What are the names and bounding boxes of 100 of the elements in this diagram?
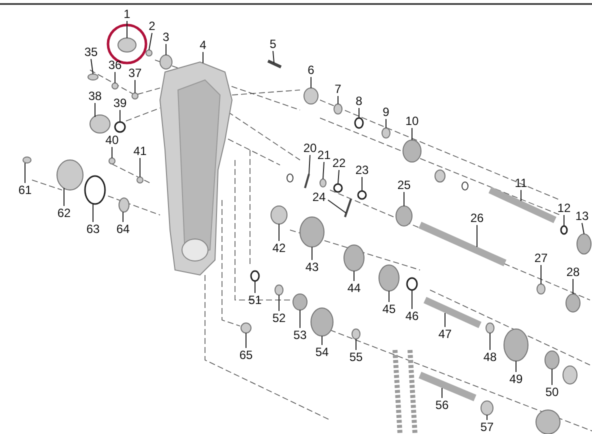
leader-line — [308, 154, 310, 174]
leader-line — [24, 162, 26, 184]
bearing-drawing — [160, 54, 172, 70]
callout-number: 20 — [303, 142, 317, 154]
gear-drawing — [544, 350, 560, 370]
gear-drawing — [402, 140, 422, 162]
callout-number: 63 — [86, 223, 100, 235]
leader-line — [322, 162, 324, 180]
gear-drawing — [300, 216, 324, 248]
callout-number: 24 — [312, 191, 326, 203]
cap-drawing — [90, 114, 110, 134]
leader-line — [310, 76, 312, 88]
callout-number: 35 — [84, 46, 98, 58]
callout-number: 21 — [317, 149, 331, 161]
bolt-drawing — [88, 74, 98, 80]
leader-line — [92, 204, 94, 222]
bush-drawing — [118, 38, 136, 52]
bush-drawing — [486, 322, 494, 334]
leader-line — [272, 50, 274, 64]
sprocket-drawing — [480, 400, 494, 416]
callout-number: 7 — [334, 83, 342, 95]
callout-number: 1 — [124, 8, 130, 20]
pin-drawing — [304, 174, 310, 188]
bush-drawing — [274, 284, 284, 296]
gear-drawing — [292, 294, 308, 310]
gear-drawing — [344, 244, 364, 272]
leader-line — [278, 224, 280, 242]
callout-number: 47 — [438, 328, 452, 340]
leader-line — [540, 264, 542, 284]
bush-drawing — [536, 284, 546, 294]
callout-number: 26 — [470, 212, 484, 224]
callout-number: 23 — [355, 164, 369, 176]
callout-number: 37 — [128, 67, 142, 79]
gear-drawing — [576, 234, 592, 254]
ball-drawing — [132, 92, 138, 100]
leader-line — [328, 200, 346, 214]
callout-number: 62 — [57, 207, 71, 219]
ring-drawing — [333, 183, 343, 193]
callout-number: 28 — [566, 266, 580, 278]
gear-drawing — [396, 206, 412, 226]
bearing-drawing — [304, 88, 318, 104]
gear-drawing — [378, 264, 400, 292]
callout-number: 56 — [435, 399, 449, 411]
ball-drawing — [320, 178, 326, 188]
callout-number: 42 — [272, 242, 286, 254]
bush-drawing — [382, 128, 390, 138]
callout-number: 39 — [113, 97, 127, 109]
callout-number: 61 — [18, 184, 32, 196]
bolt-drawing — [240, 322, 252, 334]
bearing-drawing — [270, 206, 288, 224]
callout-number: 3 — [162, 31, 170, 43]
fork-drawing — [344, 198, 352, 218]
gear-drawing — [310, 308, 334, 336]
callout-number: 55 — [349, 351, 363, 363]
shaft-drawing — [418, 372, 476, 402]
leader-line — [278, 294, 280, 312]
callout-number: 5 — [270, 38, 276, 50]
bush-drawing — [118, 198, 130, 212]
ring-drawing — [114, 121, 126, 133]
gear-drawing — [566, 294, 580, 312]
callout-number: 10 — [405, 115, 419, 127]
cover-drawing — [56, 160, 84, 190]
leader-line — [126, 20, 128, 38]
callout-number: 51 — [248, 294, 262, 306]
leader-line — [148, 32, 152, 50]
callout-number: 36 — [108, 59, 122, 71]
leader-line — [486, 414, 488, 420]
bush-drawing — [352, 328, 360, 340]
leader-line — [338, 170, 340, 184]
callout-number: 53 — [293, 329, 307, 341]
callout-number: 12 — [557, 202, 571, 214]
callout-number: 27 — [534, 252, 548, 264]
ball-drawing — [108, 158, 116, 164]
callout-number: 64 — [116, 223, 130, 235]
callout-number: 25 — [397, 179, 411, 191]
callout-number: 43 — [305, 261, 319, 273]
callout-number: 65 — [239, 349, 253, 361]
bolt-drawing — [22, 156, 32, 164]
leader-line — [520, 190, 522, 202]
ball-drawing — [112, 82, 118, 90]
callout-number: 50 — [545, 386, 559, 398]
leader-line — [582, 222, 584, 234]
ball-drawing — [146, 50, 152, 56]
leader-line — [476, 224, 478, 248]
shaft-drawing — [488, 186, 556, 224]
leader-line — [90, 58, 94, 74]
callout-number: 45 — [382, 303, 396, 315]
callout-number: 52 — [272, 312, 286, 324]
leader-line — [358, 108, 360, 118]
callout-number: 4 — [200, 39, 206, 51]
callout-number: 8 — [356, 95, 362, 107]
leader-line — [254, 280, 256, 294]
callout-number: 44 — [347, 282, 361, 294]
leader-line — [114, 72, 116, 84]
callout-number: 54 — [315, 346, 329, 358]
shaft-drawing — [418, 222, 506, 266]
callout-number: 38 — [88, 90, 102, 102]
leader-line — [572, 278, 574, 294]
callout-number: 6 — [308, 64, 314, 76]
ball-drawing — [136, 176, 144, 184]
